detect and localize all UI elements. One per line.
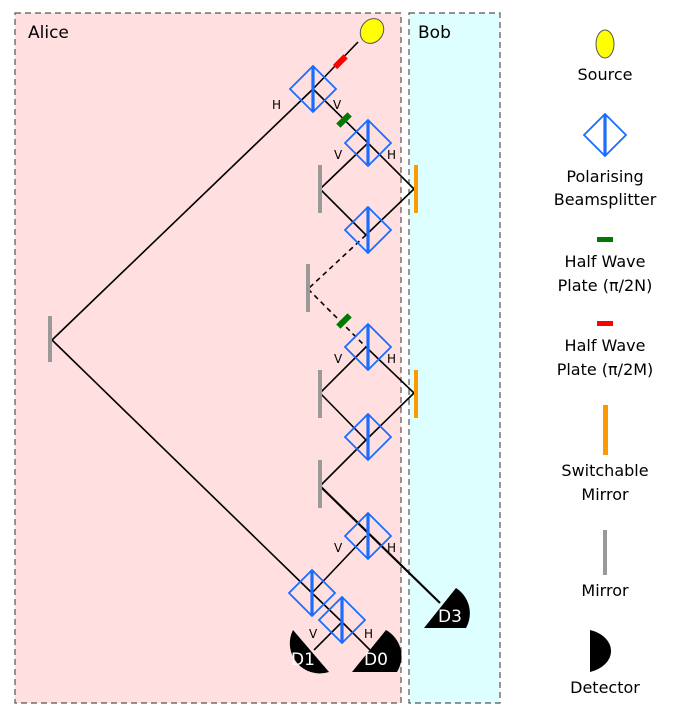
pbs-icon — [343, 118, 393, 168]
legend-pbs-icon — [582, 112, 628, 158]
legend: Source Polarising Beamsplitter Half Wave… — [554, 29, 657, 697]
beam-paths — [51, 41, 441, 651]
beam-pbs2-mirror1 — [319, 142, 369, 190]
switchable-mirror-icon — [414, 370, 418, 418]
mirror-icon — [318, 370, 322, 418]
mirror-icon — [318, 165, 322, 213]
beam-pbs5-mirror3 — [319, 439, 367, 487]
switchable-mirror-icon — [414, 165, 418, 213]
pbs-icon — [343, 205, 393, 255]
pbs4-h-label: H — [387, 352, 396, 366]
beam-dashed-2 — [307, 288, 367, 348]
beam-switch2-pbs5 — [365, 392, 415, 441]
detector-d3-icon — [424, 588, 470, 628]
hwp-n-icon — [336, 112, 352, 128]
legend-hwp-n-icon — [597, 237, 613, 242]
alice-region — [14, 12, 402, 704]
polarising-beamsplitters — [287, 64, 393, 645]
beam-mirror3-d3 — [319, 485, 441, 604]
pbs-icon — [288, 64, 338, 114]
mirror-icon — [306, 264, 310, 312]
beam-pbs1-pbs2 — [312, 88, 369, 144]
legend-hwp-m-icon — [597, 321, 613, 326]
legend-source-icon — [595, 29, 615, 59]
beam-h-long-arm — [51, 88, 314, 341]
hwp-n-icon — [336, 313, 352, 329]
pbs6-v-label: V — [334, 541, 343, 555]
mirrors — [48, 165, 322, 508]
beam-pbs4-mirror2 — [319, 346, 367, 394]
beam-switch1-pbs3 — [365, 188, 415, 236]
pbs-icon — [343, 511, 393, 561]
beam-pbs6-pbs7 — [311, 535, 367, 594]
bob-label: Bob — [418, 23, 451, 43]
pbs1-v-label: V — [333, 98, 342, 112]
pbs8-h-label: H — [364, 627, 373, 641]
legend-hwp-m-label-2: Plate (π/2M) — [557, 360, 654, 379]
pbs1-h-label: H — [272, 98, 281, 112]
pbs2-h-label: H — [387, 148, 396, 162]
beam-left-mirror-pbs7 — [51, 339, 313, 594]
legend-switchable-mirror-icon — [603, 405, 608, 455]
beam-pbs4-switch2 — [365, 346, 415, 394]
legend-mirror-label: Mirror — [581, 581, 629, 600]
legend-hwp-n-label-2: Plate (π/2N) — [558, 276, 653, 295]
hwp-m-icon — [332, 54, 348, 70]
mirror-icon — [48, 316, 52, 362]
detector-d0-icon — [352, 630, 402, 672]
beam-pbs7-pbs8 — [311, 592, 343, 623]
detector-d1-icon — [289, 630, 329, 674]
alice-label: Alice — [28, 23, 69, 43]
legend-source-label: Source — [578, 65, 633, 84]
legend-detector-icon — [590, 630, 612, 672]
beam-pbs2-switch1 — [367, 142, 415, 190]
legend-detector-label: Detector — [570, 678, 640, 697]
pbs-icon — [343, 322, 393, 372]
pbs6-h-label: H — [387, 541, 396, 555]
pbs-icon — [287, 568, 337, 618]
source-icon — [359, 18, 385, 44]
legend-pbs-label-2: Beamsplitter — [554, 190, 657, 209]
detector-d0-label: D0 — [364, 650, 388, 670]
beam-mirror2-pbs5 — [319, 392, 367, 441]
pbs-icon — [343, 412, 393, 462]
legend-mirror-icon — [603, 530, 607, 575]
legend-switchable-label-1: Switchable — [561, 461, 648, 480]
legend-pbs-diamond — [582, 112, 628, 158]
mirror-icon — [318, 460, 322, 508]
detector-d3-label: D3 — [438, 607, 462, 627]
beam-dashed-1 — [307, 234, 367, 290]
beam-mirror1-pbs3 — [319, 188, 367, 236]
beam-pbs8-d0 — [341, 621, 371, 651]
pbs-icon — [317, 595, 367, 645]
detector-d1-label: D1 — [291, 650, 315, 670]
pbs8-v-label: V — [309, 627, 318, 641]
pbs4-v-label: V — [334, 352, 343, 366]
legend-pbs-label-1: Polarising — [566, 167, 643, 186]
pbs2-v-label: V — [334, 148, 343, 162]
beam-pbs8-d1 — [313, 621, 343, 651]
switchable-mirrors — [414, 165, 418, 418]
legend-hwp-m-label-1: Half Wave — [565, 336, 646, 355]
legend-hwp-n-label-1: Half Wave — [565, 252, 646, 271]
legend-switchable-label-2: Mirror — [581, 485, 629, 504]
